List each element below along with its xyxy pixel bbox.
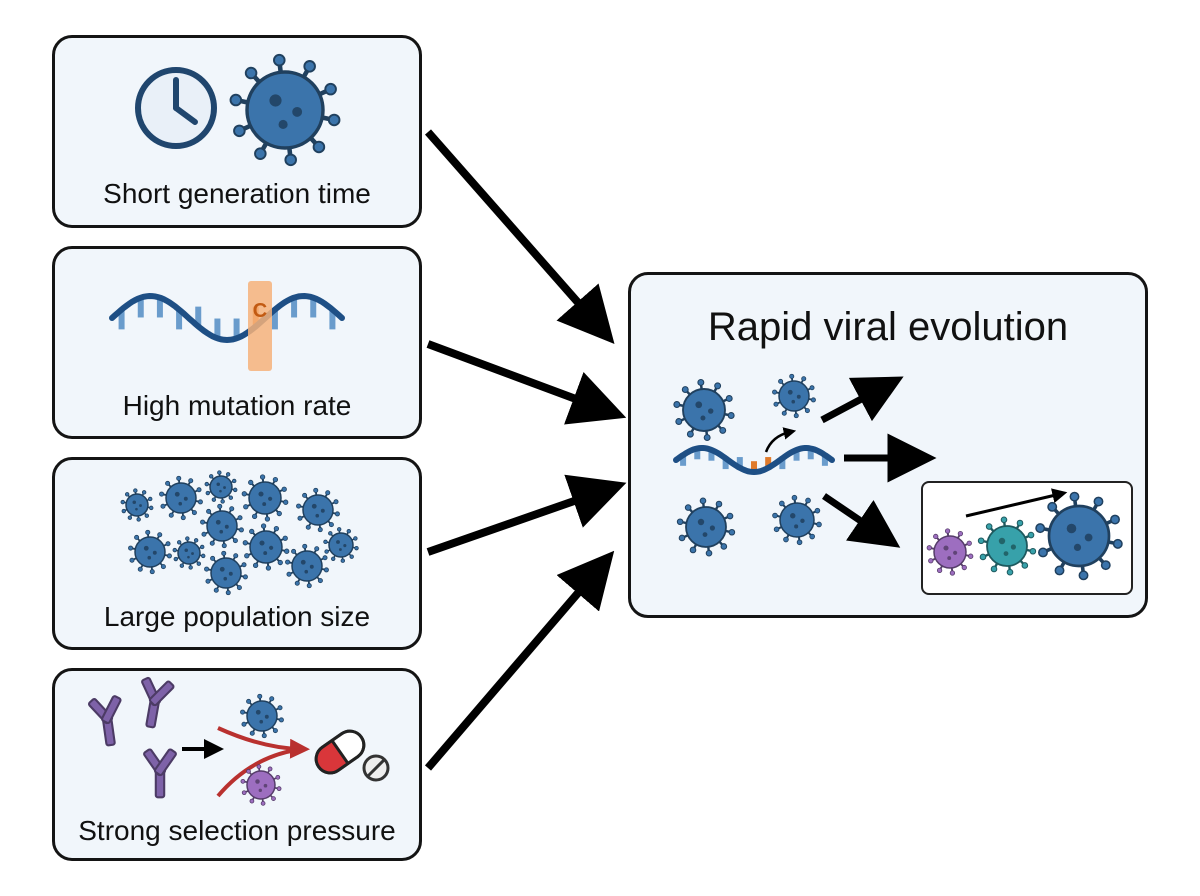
cause-label-selection-pressure: Strong selection pressure <box>78 815 396 846</box>
cause-card-mutation-rate <box>52 246 422 439</box>
virus-icon <box>128 529 172 575</box>
cause-label-generation-time: Short generation time <box>103 178 371 209</box>
virus-icon <box>204 550 248 596</box>
arrow-mutation-to-evolution <box>426 340 627 425</box>
virus-icon <box>229 53 341 167</box>
virus-icon <box>240 693 284 739</box>
virus-icon <box>240 764 282 806</box>
antibody-icon <box>87 695 122 747</box>
virus-icon <box>926 528 974 576</box>
antibody-icon <box>87 676 177 799</box>
virus-icon <box>120 488 154 522</box>
selection-arrows <box>216 726 310 798</box>
cause-label-population-size: Large population size <box>103 601 371 632</box>
virus-icon <box>673 378 735 442</box>
arrow-generation-to-evolution <box>424 129 615 345</box>
virus-icon <box>159 475 203 521</box>
cause-label-mutation-rate: High mutation rate <box>122 390 352 421</box>
main-arrows <box>424 129 627 771</box>
tablet-icon <box>362 754 390 782</box>
dna-icon <box>673 445 835 476</box>
mutation-highlight <box>248 281 272 371</box>
arrow-population-to-evolution <box>426 474 627 556</box>
variant-trend-arrow-icon <box>965 488 1068 518</box>
virus-icon <box>1035 491 1123 581</box>
virus-icon <box>241 474 289 522</box>
antibody-icon <box>141 676 175 729</box>
virus-icon <box>772 373 816 419</box>
virus-icon <box>200 503 244 549</box>
virus-icon <box>242 523 290 571</box>
antibody-icon <box>143 748 177 799</box>
virus-icon <box>323 527 359 563</box>
result-title: Rapid viral evolution <box>707 305 1069 349</box>
virus-population <box>120 470 359 596</box>
pill-icon <box>314 729 366 775</box>
virus-icon <box>296 487 340 533</box>
clock-icon <box>135 67 217 149</box>
virus-icon <box>204 470 238 504</box>
variant-arrows <box>820 376 937 548</box>
mutation-arrow-icon <box>764 427 797 453</box>
dna-icon <box>109 292 345 344</box>
virus-icon <box>285 543 329 589</box>
mutation-letter: C <box>253 300 267 322</box>
virus-icon <box>977 516 1037 576</box>
virus-icon <box>676 497 736 557</box>
virus-icon <box>772 494 822 546</box>
arrow-selection-to-evolution <box>424 550 615 771</box>
virus-icon <box>172 536 206 570</box>
